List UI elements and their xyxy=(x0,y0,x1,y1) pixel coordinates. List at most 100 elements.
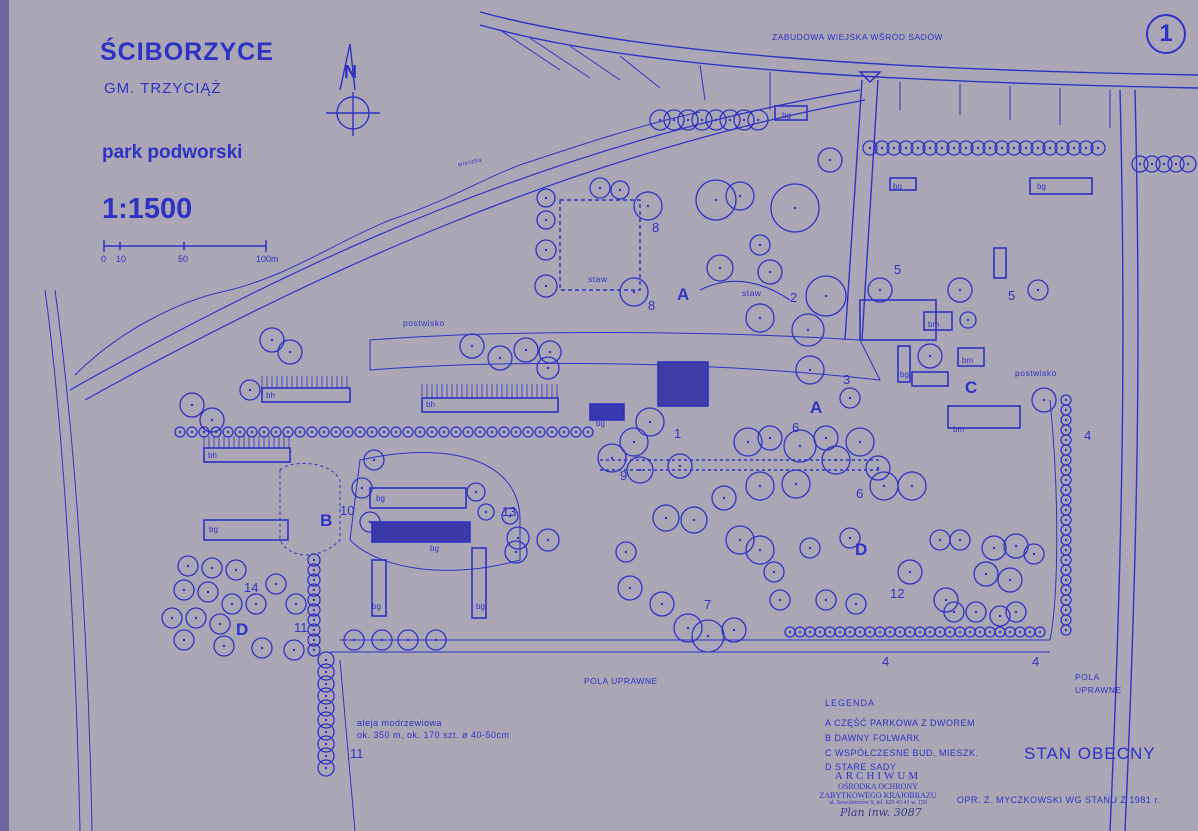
tree-crown xyxy=(317,675,335,693)
tree-trunk xyxy=(312,628,316,632)
tree-trunk xyxy=(324,682,328,686)
tree-trunk xyxy=(1064,578,1068,582)
tree-crown xyxy=(1155,155,1173,173)
tree-trunk xyxy=(966,318,970,322)
tree-crown xyxy=(1023,543,1045,565)
tree-crown xyxy=(982,140,998,156)
building-label: bg xyxy=(900,370,909,379)
tree-crown xyxy=(486,426,498,438)
tree-crown xyxy=(506,526,530,550)
building-label: bh xyxy=(426,400,435,409)
tree-trunk xyxy=(502,430,506,434)
tree-trunk xyxy=(1064,548,1068,552)
tree-trunk xyxy=(248,388,252,392)
tree-trunk xyxy=(474,490,478,494)
building-label: bg xyxy=(596,419,605,428)
tree-crown xyxy=(815,589,837,611)
tree-trunk xyxy=(546,538,550,542)
tree-trunk xyxy=(598,186,602,190)
tree-crown xyxy=(677,109,699,131)
tree-trunk xyxy=(806,328,810,332)
tree-crown xyxy=(845,593,867,615)
tree-crown xyxy=(617,575,643,601)
tree-trunk xyxy=(898,630,902,634)
tree-crown xyxy=(1179,155,1197,173)
building-label: bm xyxy=(953,425,965,434)
building-outline xyxy=(371,559,387,617)
tree-trunk xyxy=(1064,498,1068,502)
tree-crown xyxy=(354,426,366,438)
zone-label: D xyxy=(855,540,868,559)
tree-trunk xyxy=(1008,630,1012,634)
tree-trunk xyxy=(964,146,968,150)
tree-number: 12 xyxy=(890,586,905,601)
tree-trunk xyxy=(838,630,842,634)
tree-number: 4 xyxy=(882,654,890,669)
tree-crown xyxy=(317,663,335,681)
tree-trunk xyxy=(218,622,222,626)
tree-crown xyxy=(474,426,486,438)
tree-crown xyxy=(619,427,649,457)
tree-trunk xyxy=(618,188,622,192)
zone-label: C xyxy=(965,378,978,397)
building-label: bg xyxy=(376,494,385,503)
tree-trunk xyxy=(406,638,410,642)
building-outline xyxy=(203,519,289,541)
tree-trunk xyxy=(210,566,214,570)
building-outline xyxy=(947,405,1021,429)
tree-crown xyxy=(366,426,378,438)
tree-number: 1 xyxy=(674,426,682,441)
sheet-edge xyxy=(0,0,9,831)
tree-trunk xyxy=(1064,398,1068,402)
tree-trunk xyxy=(948,630,952,634)
tree-trunk xyxy=(546,366,550,370)
tree-crown xyxy=(501,507,519,525)
tree-trunk xyxy=(406,430,410,434)
tree-crown xyxy=(177,555,199,577)
tree-crown xyxy=(959,311,977,329)
tree-crown xyxy=(1167,155,1185,173)
tree-crown xyxy=(1131,155,1149,173)
tree-trunk xyxy=(918,630,922,634)
tree-crown xyxy=(917,343,943,369)
tree-crown xyxy=(397,629,419,651)
tree-crown xyxy=(222,426,234,438)
tree-trunk xyxy=(998,614,1002,618)
tree-crown xyxy=(733,109,755,131)
building-label: bm xyxy=(962,356,974,365)
tree-crown xyxy=(981,535,1007,561)
tree-trunk xyxy=(294,602,298,606)
tree-crown xyxy=(805,275,847,317)
tree-trunk xyxy=(756,118,760,122)
tree-trunk xyxy=(1064,598,1068,602)
tree-crown xyxy=(534,274,558,298)
tree-trunk xyxy=(190,403,194,407)
tree-crown xyxy=(1006,140,1022,156)
sheet-number-badge: 1 xyxy=(1146,14,1186,54)
alley-label: aleja modrzewiowa xyxy=(357,718,443,728)
author-credit: OPR. Z. MYCZKOWSKI WG STANU Z 1981 r. xyxy=(957,795,1161,805)
tree-trunk xyxy=(324,694,328,698)
tree-crown xyxy=(652,504,680,532)
tree-trunk xyxy=(274,582,278,586)
building-label: bm xyxy=(928,320,940,329)
tree-trunk xyxy=(262,430,266,434)
map-scale: 1:1500 xyxy=(102,193,193,225)
tree-crown xyxy=(307,553,321,567)
tree-number: 6 xyxy=(856,486,864,501)
tree-trunk xyxy=(848,536,852,540)
tree-crown xyxy=(173,579,195,601)
tree-trunk xyxy=(274,430,278,434)
tree-crown xyxy=(757,259,783,285)
tree-crown xyxy=(667,453,693,479)
tree-trunk xyxy=(916,146,920,150)
scalebar-label-100: 100m xyxy=(256,254,279,264)
tree-crown xyxy=(265,573,287,595)
tree-crown xyxy=(173,629,195,651)
tree-crown xyxy=(450,426,462,438)
tree-trunk xyxy=(524,348,528,352)
tree-crown xyxy=(965,601,987,623)
tree-crown xyxy=(874,140,890,156)
tree-trunk xyxy=(312,568,316,572)
